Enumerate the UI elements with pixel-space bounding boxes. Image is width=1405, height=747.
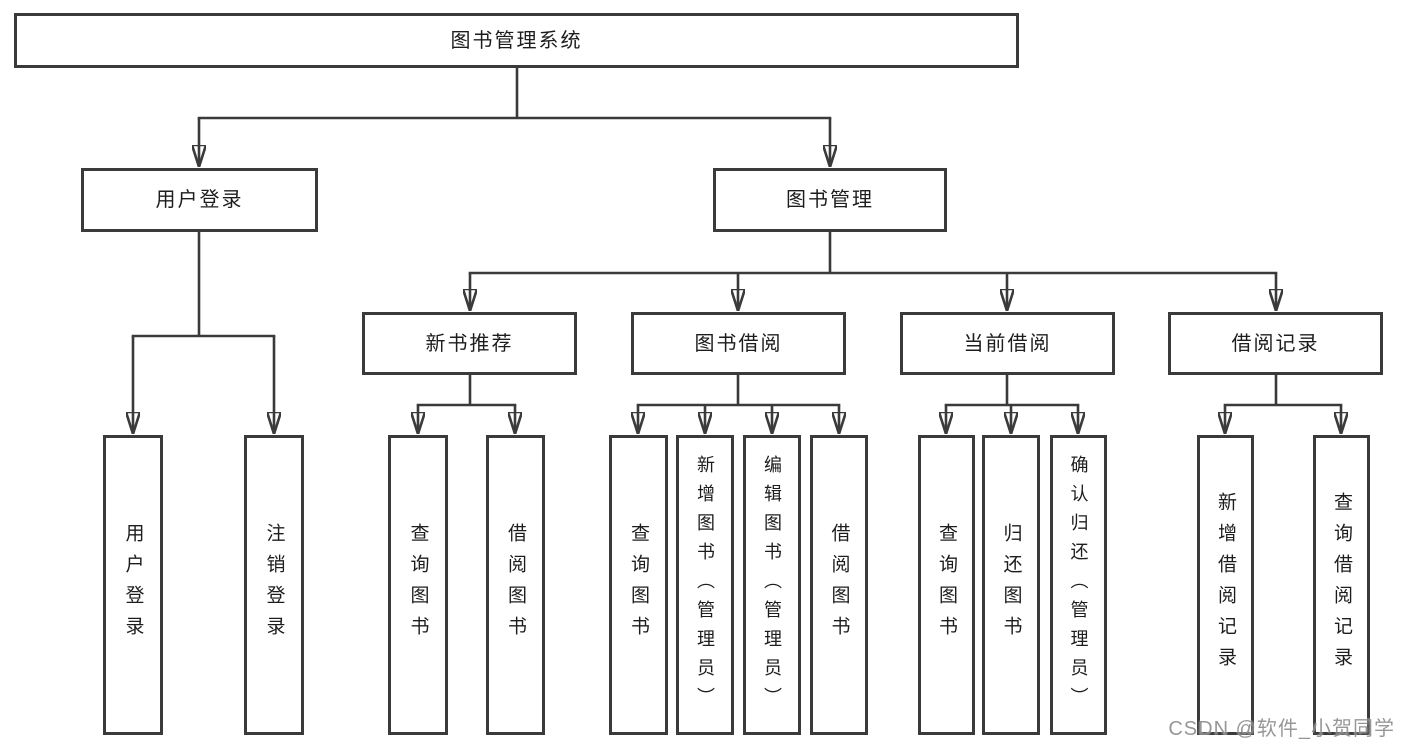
leaf-recommend-borrow-books-label: 借阅图书 [505, 523, 526, 647]
leaf-borrow-books: 借阅图书 [810, 435, 868, 735]
node-user-login-label: 用户登录 [155, 189, 244, 211]
node-current-borrow: 当前借阅 [900, 312, 1115, 375]
connector-new-book-recommend [418, 375, 515, 433]
leaf-confirm-return-admin: 确认归还（管理员） [1050, 435, 1107, 735]
leaf-return-book-label: 归还图书 [1000, 523, 1022, 647]
leaf-recommend-borrow-books: 借阅图书 [486, 435, 545, 735]
node-user-login: 用户登录 [81, 168, 318, 232]
leaf-logout: 注销登录 [244, 435, 304, 735]
node-new-book-recommend-label: 新书推荐 [425, 332, 514, 355]
connector-user-login [133, 232, 274, 433]
connector-current-borrow [946, 375, 1078, 433]
leaf-borrow-query-books: 查询图书 [609, 435, 668, 735]
connector-root [199, 68, 830, 166]
node-current-borrow-label: 当前借阅 [963, 332, 1052, 355]
leaf-user-login: 用户登录 [103, 435, 163, 735]
node-book-borrow-label: 图书借阅 [694, 332, 783, 355]
leaf-query-borrow-record-label: 查询借阅记录 [1331, 492, 1352, 678]
leaf-borrow-books-label: 借阅图书 [828, 523, 850, 647]
connector-book-management [470, 232, 1276, 310]
node-book-management-label: 图书管理 [786, 189, 874, 211]
leaf-confirm-return-admin-label: 确认归还（管理员） [1068, 454, 1089, 716]
leaf-logout-label: 注销登录 [263, 523, 285, 647]
connector-borrow-records [1225, 375, 1341, 433]
node-root: 图书管理系统 [14, 13, 1019, 68]
leaf-current-query-books: 查询图书 [918, 435, 975, 735]
leaf-add-book-admin: 新增图书（管理员） [676, 435, 734, 735]
node-root-label: 图书管理系统 [450, 29, 583, 52]
connector-book-borrow [638, 375, 839, 433]
node-borrow-records-label: 借阅记录 [1231, 332, 1320, 355]
leaf-add-borrow-record-label: 新增借阅记录 [1215, 492, 1236, 678]
node-book-management: 图书管理 [713, 168, 947, 232]
leaf-edit-book-admin: 编辑图书（管理员） [743, 435, 801, 735]
leaf-recommend-query-books: 查询图书 [388, 435, 448, 735]
node-book-borrow: 图书借阅 [631, 312, 846, 375]
leaf-current-query-books-label: 查询图书 [936, 523, 957, 647]
leaf-query-borrow-record: 查询借阅记录 [1313, 435, 1370, 735]
leaf-user-login-label: 用户登录 [122, 523, 144, 647]
leaf-recommend-query-books-label: 查询图书 [407, 523, 429, 647]
leaf-add-borrow-record: 新增借阅记录 [1197, 435, 1254, 735]
node-borrow-records: 借阅记录 [1168, 312, 1383, 375]
leaf-edit-book-admin-label: 编辑图书（管理员） [762, 454, 782, 716]
leaf-add-book-admin-label: 新增图书（管理员） [695, 454, 715, 716]
leaf-return-book: 归还图书 [982, 435, 1040, 735]
watermark: CSDN @软件_小贺同学 [1168, 718, 1395, 740]
node-new-book-recommend: 新书推荐 [362, 312, 577, 375]
leaf-borrow-query-books-label: 查询图书 [628, 523, 649, 647]
